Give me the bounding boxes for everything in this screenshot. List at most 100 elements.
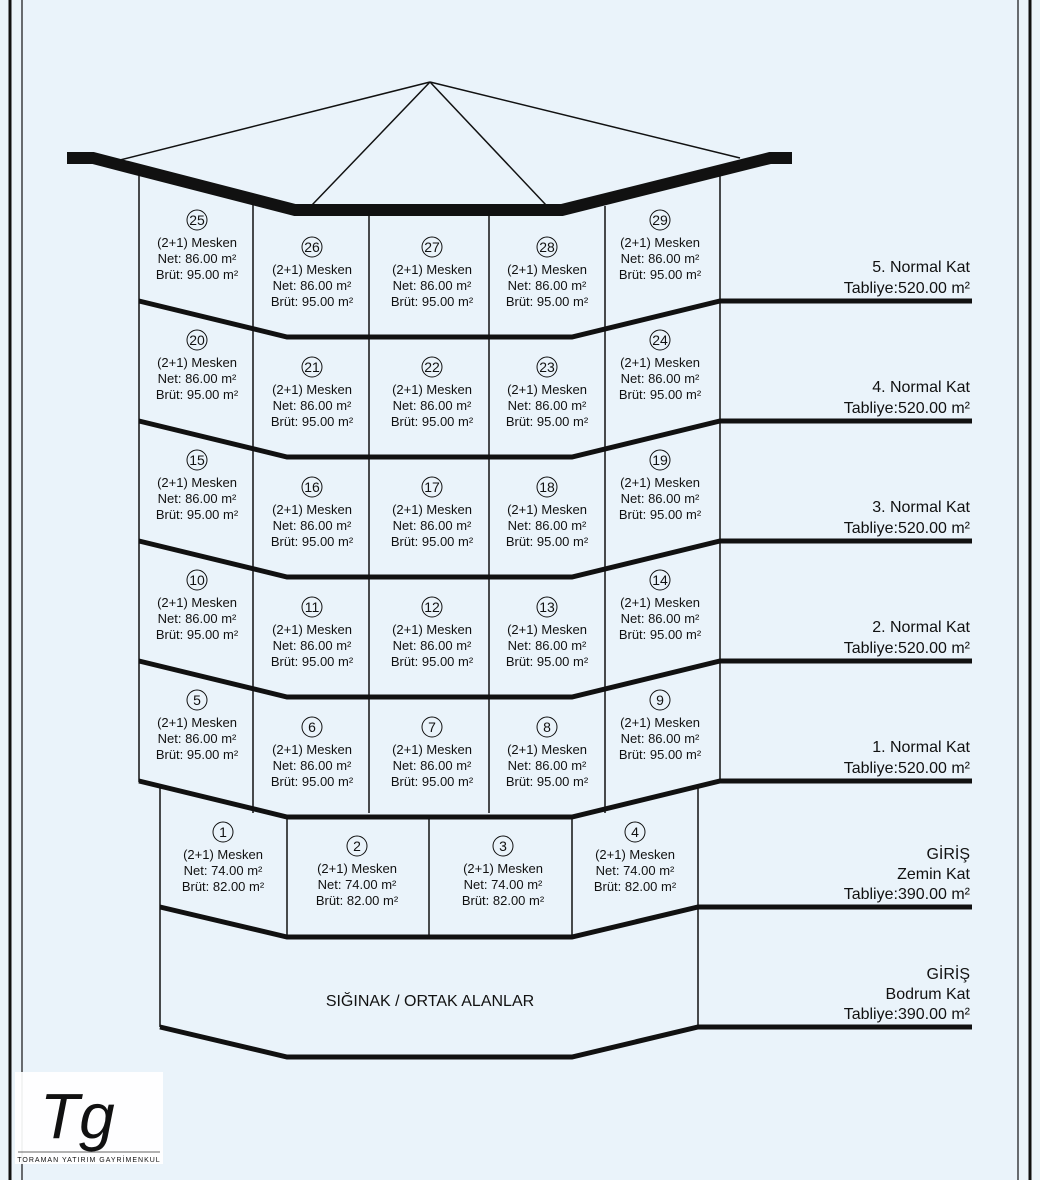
unit-type: (2+1) Mesken	[507, 262, 587, 277]
unit-number-circle	[301, 236, 323, 258]
floor-label-line: Bodrum Kat	[886, 986, 971, 1003]
unit-net-area: Net: 86.00 m²	[273, 638, 352, 653]
unit-number: 21	[304, 359, 320, 375]
unit-number-circle	[301, 356, 323, 378]
unit-number-circle	[649, 209, 671, 231]
unit-gross-area: Brüt: 95.00 m²	[271, 654, 354, 669]
unit-type: (2+1) Mesken	[620, 715, 700, 730]
unit-net-area: Net: 86.00 m²	[508, 758, 587, 773]
unit-number: 6	[308, 719, 316, 735]
unit-number-circle	[301, 476, 323, 498]
unit-number: 22	[424, 359, 440, 375]
floor-label-line: Tabliye:390.00 m²	[844, 1006, 971, 1023]
unit-type: (2+1) Mesken	[272, 382, 352, 397]
unit-gross-area: Brüt: 95.00 m²	[156, 627, 239, 642]
unit-net-area: Net: 86.00 m²	[158, 611, 237, 626]
unit-number: 14	[652, 572, 668, 588]
unit-net-area: Net: 86.00 m²	[158, 251, 237, 266]
floor-label-line: GİRİŞ	[926, 964, 970, 983]
unit-number-circle	[421, 356, 443, 378]
unit-number: 19	[652, 452, 668, 468]
unit-type: (2+1) Mesken	[620, 355, 700, 370]
unit-gross-area: Brüt: 95.00 m²	[619, 267, 702, 282]
unit-type: (2+1) Mesken	[392, 742, 472, 757]
floor-label-line: 2. Normal Kat	[872, 619, 970, 636]
unit-number-circle	[536, 596, 558, 618]
unit-net-area: Net: 86.00 m²	[508, 278, 587, 293]
unit-net-area: Net: 86.00 m²	[621, 371, 700, 386]
unit-number-circle	[649, 329, 671, 351]
unit-number-circle	[536, 356, 558, 378]
unit-net-area: Net: 86.00 m²	[621, 251, 700, 266]
unit-number: 13	[539, 599, 555, 615]
unit-type: (2+1) Mesken	[317, 861, 397, 876]
unit-net-area: Net: 74.00 m²	[184, 863, 263, 878]
unit-gross-area: Brüt: 95.00 m²	[506, 294, 589, 309]
floor-label-line: 5. Normal Kat	[872, 259, 970, 276]
unit-number: 12	[424, 599, 440, 615]
unit-number-circle	[346, 835, 368, 857]
unit-number-circle	[421, 716, 443, 738]
unit-net-area: Net: 86.00 m²	[273, 398, 352, 413]
unit-number-circle	[536, 476, 558, 498]
unit-net-area: Net: 86.00 m²	[508, 518, 587, 533]
unit-net-area: Net: 86.00 m²	[158, 731, 237, 746]
unit-type: (2+1) Mesken	[183, 847, 263, 862]
unit-net-area: Net: 86.00 m²	[508, 398, 587, 413]
floor-label-line: Tabliye:520.00 m²	[844, 280, 971, 297]
unit-gross-area: Brüt: 82.00 m²	[316, 893, 399, 908]
unit-gross-area: Brüt: 95.00 m²	[156, 747, 239, 762]
unit-net-area: Net: 86.00 m²	[158, 491, 237, 506]
floor-label-line: 3. Normal Kat	[872, 499, 970, 516]
floor-label-line: Zemin Kat	[897, 866, 970, 883]
unit-number-circle	[212, 821, 234, 843]
unit-net-area: Net: 74.00 m²	[318, 877, 397, 892]
unit-number-circle	[492, 835, 514, 857]
unit-gross-area: Brüt: 95.00 m²	[271, 414, 354, 429]
unit-number: 11	[305, 599, 320, 615]
unit-type: (2+1) Mesken	[463, 861, 543, 876]
page-border	[8, 0, 1032, 1180]
unit-gross-area: Brüt: 95.00 m²	[619, 747, 702, 762]
unit-type: (2+1) Mesken	[272, 502, 352, 517]
logo-monogram: Tg	[40, 1080, 115, 1152]
unit-net-area: Net: 86.00 m²	[273, 278, 352, 293]
unit-type: (2+1) Mesken	[620, 235, 700, 250]
unit-gross-area: Brüt: 95.00 m²	[271, 774, 354, 789]
unit-number: 17	[424, 479, 440, 495]
unit-number: 20	[189, 332, 205, 348]
unit-number-circle	[421, 476, 443, 498]
unit-gross-area: Brüt: 95.00 m²	[506, 654, 589, 669]
unit-gross-area: Brüt: 95.00 m²	[506, 414, 589, 429]
unit-number: 26	[304, 239, 320, 255]
roof	[67, 81, 792, 216]
unit-net-area: Net: 86.00 m²	[393, 278, 472, 293]
unit-type: (2+1) Mesken	[272, 622, 352, 637]
unit-number: 8	[543, 719, 551, 735]
floor-label-line: Tabliye:520.00 m²	[844, 640, 971, 657]
floor-label-line: Tabliye:520.00 m²	[844, 520, 971, 537]
unit-number-circle	[649, 449, 671, 471]
basement-common-area-label: SIĞINAK / ORTAK ALANLAR	[326, 991, 534, 1010]
unit-number: 23	[539, 359, 555, 375]
